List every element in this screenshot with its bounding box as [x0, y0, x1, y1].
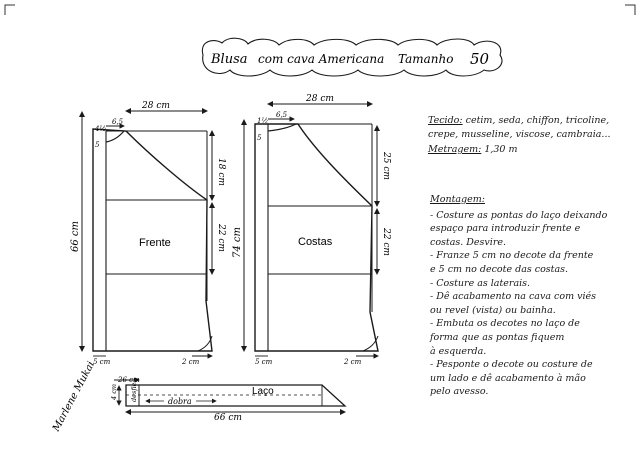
laco-fold-label: dobra [168, 397, 192, 406]
back-lower-label: 22 cm [381, 227, 391, 256]
corner-mark [4, 4, 15, 15]
back-cava-label: 25 cm [381, 151, 391, 180]
laco-top-dim: 26 cm [117, 376, 140, 384]
montagem-line: um lado e dê acabamento à mão [430, 372, 586, 384]
back-label: Costas [298, 236, 333, 248]
front-label: Frente [139, 237, 171, 249]
montagem-line: - Dê acabamento na cava com viés [430, 291, 596, 303]
montagem-line: - Costure as pontas do laço deixando [430, 209, 608, 221]
title-outline [201, 37, 503, 77]
montagem-line: e 5 cm no decote das costas. [430, 263, 569, 275]
laco-label: Laço [252, 386, 274, 397]
front-cava-label: 18 cm [216, 158, 226, 186]
laco-piece [114, 377, 347, 415]
montagem-line: pelo avesso. [430, 386, 489, 398]
montagem-line: - Embuta os decotes no laço de [430, 318, 580, 330]
montagem-line: espaço para introduzir frente e [430, 223, 581, 235]
title-size: 50 [470, 50, 490, 68]
front-top-mark: 5 [95, 141, 100, 149]
laco-edge-label: desfie [130, 382, 138, 402]
montagem-line: costas. Desvire. [430, 236, 507, 248]
signature: Marlene Mukai [50, 360, 97, 435]
tecido-line-2: crepe, musseline, viscose, cambraia... [428, 128, 611, 140]
front-hem-left: 5 cm [93, 358, 111, 366]
back-piece [241, 101, 380, 359]
montagem-line: - Costure as laterais. [430, 277, 531, 289]
montagem-block: Montagem: - Costure as pontas do laço de… [430, 193, 607, 399]
corner-mark [625, 4, 636, 15]
montagem-line: - Franze 5 cm no decote da frente [430, 250, 594, 262]
montagem-label: Montagem: [430, 194, 485, 205]
back-top-mark: 5 [257, 134, 262, 142]
metragem-label: Metragem: [428, 144, 482, 156]
back-hem-left: 5 cm [255, 358, 273, 366]
back-neck-v-label: 1½ [257, 117, 268, 125]
tecido-line-1: cetim, seda, chiffon, tricoline, [465, 115, 610, 126]
front-length-label: 66 cm [70, 221, 81, 252]
tecido-block: Tecido: cetim, seda, chiffon, tricoline,… [428, 114, 610, 157]
montagem-line: forma que as pontas fiquem [430, 331, 565, 343]
title-word-1: Blusa [210, 52, 248, 67]
front-width-label: 28 cm [141, 101, 170, 111]
laco-total-dim: 66 cm [214, 413, 242, 423]
front-piece [79, 108, 215, 359]
back-width-label: 28 cm [305, 94, 334, 104]
back-length-label: 74 cm [232, 227, 243, 258]
back-neck-h-label: 6,5 [276, 111, 288, 119]
front-lower-label: 22 cm [216, 223, 226, 252]
front-neck-h-label: 6,5 [112, 118, 124, 126]
title-word-3: Tamanho [398, 52, 453, 66]
front-hem-right: 2 cm [181, 358, 200, 366]
montagem-line: - Pesponte o decote ou costure de [430, 359, 593, 371]
back-hem-right: 2 cm [343, 358, 362, 366]
montagem-line: à esquerda. [430, 345, 487, 357]
laco-height: 4 cm [110, 384, 118, 401]
tecido-label: Tecido: [428, 115, 463, 126]
title-word-2: com cava Americana [258, 52, 384, 66]
front-neck-v-label: 4½ [94, 125, 106, 133]
metragem-value: 1,30 m [484, 144, 518, 156]
montagem-line: ou revel (vista) ou bainha. [430, 304, 556, 316]
